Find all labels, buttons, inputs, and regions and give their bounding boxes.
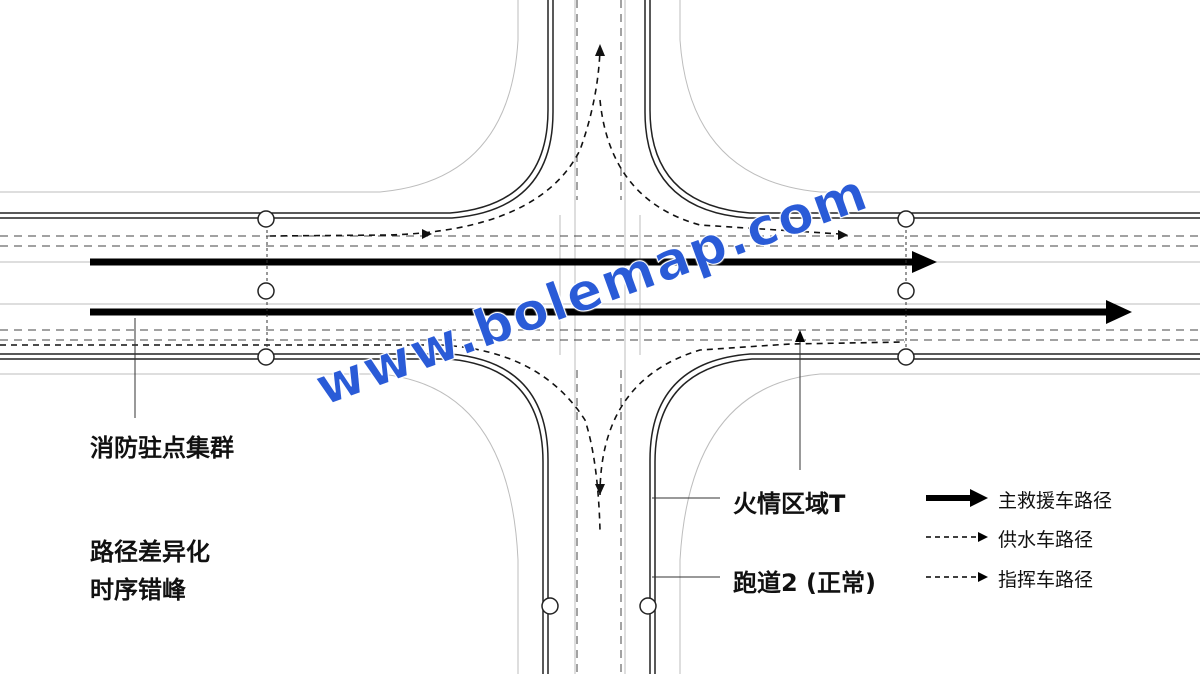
main-rescue-routes bbox=[90, 251, 1132, 324]
legend-symbols bbox=[926, 489, 988, 582]
node-east-top bbox=[897, 210, 915, 228]
command-arrowhead-up bbox=[595, 44, 605, 56]
runway-label: 跑道2 (正常) bbox=[733, 569, 876, 597]
node-east-middle bbox=[897, 282, 915, 300]
leader-lines bbox=[134, 218, 907, 578]
command-arrowhead-down bbox=[595, 484, 605, 495]
station-cluster-label: 消防驻点集群 bbox=[90, 434, 234, 462]
main-route-upper-arrowhead bbox=[912, 251, 937, 273]
supply-arrowhead-2 bbox=[838, 230, 848, 240]
legend-item-command: 指挥车路径 bbox=[998, 569, 1094, 591]
strategy-label-line2: 时序错峰 bbox=[90, 576, 186, 604]
main-route-lower-arrowhead bbox=[1106, 300, 1132, 324]
station-nodes bbox=[257, 210, 915, 615]
legend-dashed-arrowhead-2 bbox=[978, 572, 988, 582]
fire-zone-label: 火情区域T bbox=[733, 490, 846, 518]
node-west-top bbox=[257, 210, 275, 228]
dashed-paths bbox=[0, 49, 906, 531]
node-west-middle bbox=[257, 282, 275, 300]
legend-item-water-supply: 供水车路径 bbox=[998, 529, 1094, 551]
node-west-bottom bbox=[257, 348, 275, 366]
node-east-bottom bbox=[897, 348, 915, 366]
supply-arrowhead-1 bbox=[422, 229, 432, 239]
dashed-path-arrowheads bbox=[422, 44, 848, 495]
legend-dashed-arrowhead-1 bbox=[978, 532, 988, 542]
node-south-left bbox=[541, 597, 559, 615]
strategy-label-line1: 路径差异化 bbox=[90, 538, 210, 566]
node-south-right bbox=[639, 597, 657, 615]
legend-solid-arrowhead bbox=[970, 489, 988, 507]
legend-item-main-rescue: 主救援车路径 bbox=[998, 490, 1113, 512]
fire-zone-pointer-arrowhead bbox=[795, 330, 805, 342]
